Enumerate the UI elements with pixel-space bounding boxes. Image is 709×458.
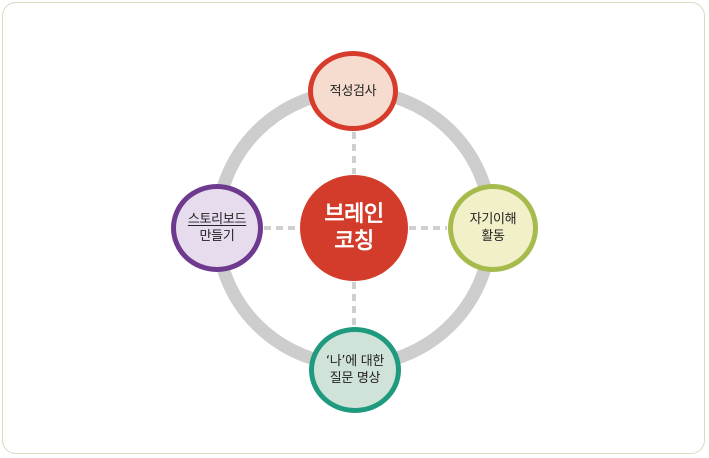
node-label-line2: 만들기 [199,229,235,244]
node-aptitude-test: 적성검사 [308,51,398,131]
center-node: 브레인 코칭 [300,175,408,281]
node-label: 적성검사 [329,83,377,99]
center-label-line2: 코칭 [334,229,374,254]
node-label-line2: 질문 명상 [329,371,381,386]
node-label-line1: ‘나’에 대한 [325,354,385,369]
center-label-line1: 브레인 [324,202,384,227]
node-label-line1: 스토리보드 [187,212,247,227]
node-label-line1: 자기이해 [469,212,517,227]
node-storyboard: 스토리보드 만들기 [171,184,263,272]
node-question-meditation: ‘나’에 대한 질문 명상 [309,327,401,413]
node-self-understanding: 자기이해 활동 [448,184,538,272]
node-label-line2: 활동 [481,229,505,244]
